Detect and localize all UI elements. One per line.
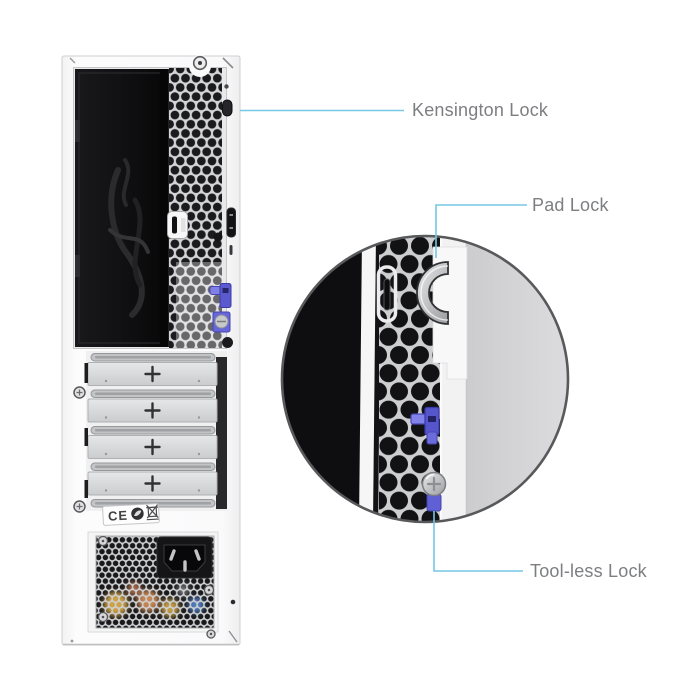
slot-cover-3	[87, 435, 218, 459]
slot-cover-4	[87, 471, 218, 496]
rail-screw	[73, 500, 86, 513]
expansion-slot-section	[73, 351, 227, 513]
inset-toolless-clip	[410, 406, 440, 445]
expansion-slot-covers	[87, 362, 218, 496]
padlock-fixture	[167, 211, 188, 239]
callout-line-padlock	[435, 204, 527, 258]
top-screw-repeat	[192, 55, 208, 71]
cable-hole	[222, 337, 233, 348]
kensington-lock-slot	[222, 99, 233, 117]
io-compartment	[75, 69, 170, 347]
zoom-inset	[280, 234, 570, 524]
padlock-mounting-plate	[432, 246, 468, 380]
callout-line-toolless	[433, 511, 523, 572]
tool-less-lock-label: Tool-less Lock	[530, 561, 647, 581]
psu-bracket-behind	[176, 262, 222, 348]
psu-section	[70, 531, 238, 643]
inset-border	[280, 234, 570, 524]
slot-cover-2	[87, 398, 218, 423]
corner-mark	[69, 57, 76, 64]
screw-hole	[230, 599, 236, 605]
slot-cover-1	[87, 362, 218, 386]
toolless-lock-clip	[209, 283, 232, 308]
corner-mark	[228, 630, 238, 643]
vent-hole	[213, 232, 223, 242]
toolless-thumbscrew	[212, 311, 231, 333]
screw-hole	[224, 84, 229, 89]
corner-mark	[222, 57, 234, 69]
inset-padlock-slot	[376, 265, 398, 323]
rail-screw	[73, 386, 86, 399]
padlock-loop	[416, 261, 449, 325]
callout-lines	[240, 109, 527, 572]
ac-inlet-pins	[169, 549, 201, 572]
psu-screws	[97, 535, 216, 639]
case-rear-photo: CE	[61, 55, 241, 646]
kensington-lock-label: Kensington Lock	[412, 100, 549, 120]
ce-mark-text: CE	[108, 508, 129, 524]
weee-bin-icon	[146, 504, 159, 521]
io-trim-bar	[160, 69, 169, 347]
slot-channel	[216, 357, 227, 509]
latch-mark	[229, 245, 233, 255]
pad-lock-label: Pad Lock	[532, 195, 609, 215]
inset-thumbscrew	[421, 471, 447, 497]
padlock-slot-vertical	[226, 207, 236, 238]
eco-leaf-icon	[131, 507, 144, 520]
ac-power-inlet	[156, 536, 213, 579]
internal-cables	[108, 158, 150, 318]
ce-label: CE	[102, 503, 160, 526]
corner-dot	[70, 639, 74, 643]
inset-case-edge	[359, 236, 376, 522]
top-vent-mesh	[169, 55, 222, 348]
inset-toolless-latch	[426, 493, 442, 512]
